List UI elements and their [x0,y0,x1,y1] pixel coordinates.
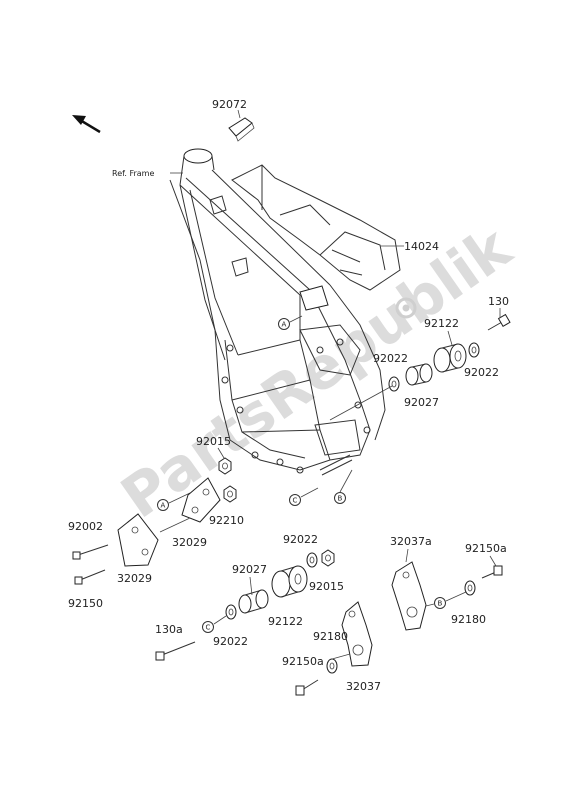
part-130-bolt [487,313,511,331]
label-92122-right: 92122 [424,317,459,330]
frame-drawing [169,148,386,476]
ref-frame-label: Ref. Frame [112,169,154,178]
leader-92015-left [217,447,225,459]
plate-link-line [159,517,191,533]
part-92022-washer-right [468,342,480,358]
watermark: PartsRepublik [109,212,524,531]
watermark-text: PartsRepublik [109,212,524,531]
link-line-32037 [331,653,351,660]
part-92180-washer-middle [326,658,338,674]
callout-A-left-text: A [161,502,166,510]
label-32029-upper: 32029 [172,536,207,549]
label-92150a-middle: 92150a [282,655,324,668]
label-92180-middle: 92180 [313,630,348,643]
label-32037a: 32037a [390,535,432,548]
label-92210: 92210 [209,514,244,527]
label-92015-middle: 92015 [309,580,344,593]
label-92150a-right: 92150a [465,542,507,555]
pivot-axis-line [329,385,393,421]
part-92015-nut-middle [321,549,335,567]
part-92150-bolt [74,569,106,585]
part-92022-washer-middle [306,552,318,568]
label-92122-middle: 92122 [268,615,303,628]
part-130a-bolt [155,641,196,661]
part-92072-cap [228,109,255,142]
callout-B-right-text: B [438,600,443,608]
part-92022-washer-right-small [388,376,400,392]
part-32029-plate-upper [181,477,221,523]
leader-92150a-right [489,555,497,567]
callout-B-frame: B [334,469,353,504]
leader-32037a [405,548,409,563]
gear-logo-icon [395,297,417,319]
callout-C-bottom-text: C [206,624,211,632]
label-92022-right-b: 92022 [464,366,499,379]
part-92210-nut [223,485,237,503]
part-92150a-bolt-right [481,565,503,579]
label-92180-right: 92180 [451,613,486,626]
callout-C-bottom: C [202,615,227,633]
part-32037-bracket [341,601,373,667]
label-92072: 92072 [212,98,247,111]
label-32037: 32037 [346,680,381,693]
callout-A-text: A [282,321,287,329]
label-92022-right-a: 92022 [373,352,408,365]
part-92022-washer-bottom [225,604,237,620]
part-92180-washer-right [464,580,476,596]
label-92015-left: 92015 [196,435,231,448]
part-92002-bolt [72,544,109,560]
part-32029-plate-lower [117,513,159,567]
callout-A-frame: A [278,315,303,330]
part-92122-collar-right [433,343,467,373]
callout-C-frame: C [289,487,319,506]
label-92022-bottom: 92022 [213,635,248,648]
part-92150a-bolt-middle [295,679,319,696]
callout-B-right: B [425,591,467,609]
callout-A-left: A [157,492,191,511]
label-92150: 92150 [68,597,103,610]
part-14024-frame-guard [231,164,401,291]
callout-B-text: B [338,495,343,503]
part-92027-collar-right [405,363,433,386]
label-92022-middle: 92022 [283,533,318,546]
leader-92027-middle [249,576,253,596]
label-92027-right: 92027 [404,396,439,409]
part-92122-collar-middle [271,565,308,598]
part-32037a-bracket [391,561,427,631]
label-92027-middle: 92027 [232,563,267,576]
leader-92122-right [447,330,453,346]
callout-C-text: C [293,497,298,505]
label-92002: 92002 [68,520,103,533]
front-direction-arrow-icon [72,115,101,134]
label-130: 130 [488,295,509,308]
part-92027-collar-middle [238,589,269,614]
label-14024: 14024 [404,240,439,253]
label-32029-lower: 32029 [117,572,152,585]
label-130a: 130a [155,623,183,636]
part-92015-nut-left [218,457,232,475]
